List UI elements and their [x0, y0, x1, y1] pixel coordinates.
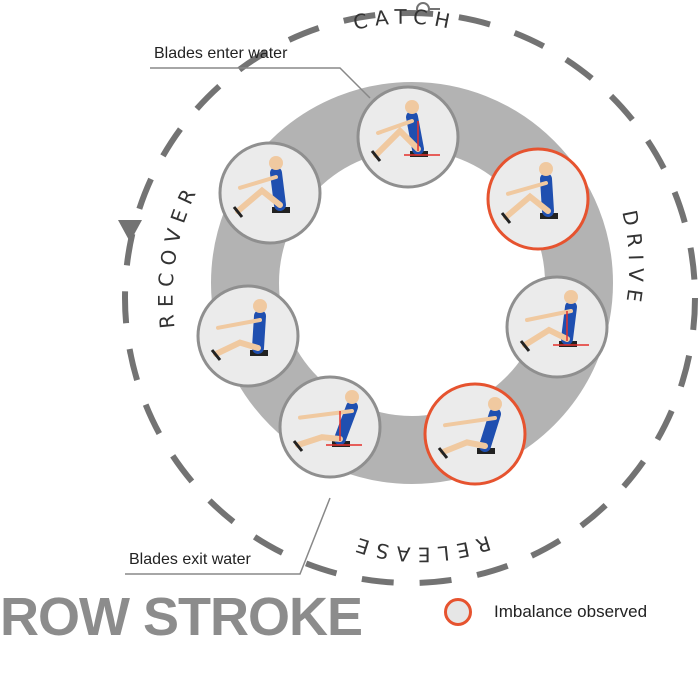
stage-recover-late [218, 141, 322, 245]
force-vector-lines [326, 411, 362, 446]
force-vector-lines [553, 311, 589, 346]
imbalance-legend-swatch [444, 598, 472, 626]
rower-figure [437, 397, 502, 459]
rower-figure [210, 299, 268, 361]
stage-disc [196, 284, 300, 388]
phase-label-recover: RECOVER [154, 179, 204, 330]
stage-release [278, 375, 382, 479]
stage-disc [218, 141, 322, 245]
rower-figure [232, 156, 290, 218]
blades-exit-leader-line [125, 497, 331, 575]
stage-drive-mid [505, 275, 609, 379]
stage-disc [278, 375, 382, 479]
phase-label-drive: DRIVE [617, 208, 648, 310]
stage-drive-early [486, 147, 590, 251]
force-vector-lines [404, 121, 440, 156]
stage-catch [356, 85, 460, 189]
stage-disc [505, 275, 609, 379]
phase-label-release: RELEASE [346, 531, 493, 567]
blades-enter-leader-line [150, 67, 371, 99]
legend-label: Imbalance observed [494, 602, 648, 621]
blades-exit-callout: Blades exit water [129, 551, 252, 568]
stage-drive-late [423, 382, 527, 486]
rower-figure [370, 100, 428, 162]
legend: Imbalance observed [444, 598, 647, 626]
imbalance-highlight-ring [423, 382, 527, 486]
stage-recover-early [196, 284, 300, 388]
rower-figure [292, 390, 359, 452]
stroke-cycle-dashed-arrow [122, 10, 698, 586]
page-title: ROW STROKE [0, 587, 363, 647]
imbalance-highlight-ring [486, 147, 590, 251]
phase-label-catch: CATCH [351, 5, 459, 35]
cycle-arrowhead-icon [118, 220, 142, 242]
rower-figure [500, 162, 558, 224]
blades-enter-callout: Blades enter water [154, 45, 288, 62]
